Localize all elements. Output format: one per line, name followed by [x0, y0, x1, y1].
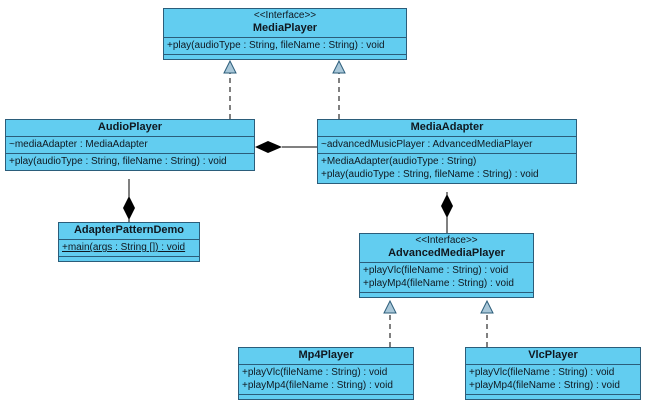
class-name: AudioPlayer — [97, 121, 163, 133]
class-header: <<Interface>> MediaPlayer — [164, 9, 406, 38]
extra-compartment — [360, 293, 533, 297]
operation: +play(audioType : String, fileName : Str… — [167, 40, 385, 51]
class-header: VlcPlayer — [466, 348, 640, 365]
class-media-player[interactable]: <<Interface>> MediaPlayer +play(audioTyp… — [163, 8, 407, 60]
operation: +play(audioType : String, fileName : Str… — [321, 169, 539, 180]
class-name: Mp4Player — [298, 349, 354, 361]
operation: +play(audioType : String, fileName : Str… — [9, 156, 227, 167]
class-header: <<Interface>> AdvancedMediaPlayer — [360, 234, 533, 263]
class-name: AdvancedMediaPlayer — [388, 247, 505, 259]
stereotype-label: <<Interface>> — [415, 235, 478, 246]
class-header: AdapterPatternDemo — [59, 223, 199, 240]
composition-audioplayer-mediaadapter — [255, 141, 317, 153]
operation: +main(args : String []) : void — [62, 242, 186, 253]
class-name: AdapterPatternDemo — [73, 224, 185, 236]
operation: +MediaAdapter(audioType : String) — [321, 156, 477, 167]
operation: +playMp4(fileName : String) : void — [363, 278, 514, 289]
class-mp4-player[interactable]: Mp4Player +playVlc(fileName : String) : … — [238, 347, 414, 400]
class-header: AudioPlayer — [6, 120, 254, 137]
operations-compartment: +playVlc(fileName : String) : void +play… — [239, 365, 413, 395]
attribute: ~mediaAdapter : MediaAdapter — [9, 139, 148, 150]
operation: +playVlc(fileName : String) : void — [469, 367, 615, 378]
operations-compartment: +main(args : String []) : void — [59, 240, 199, 257]
extra-compartment — [466, 395, 640, 399]
operation: +playVlc(fileName : String) : void — [363, 265, 509, 276]
class-name: MediaPlayer — [252, 22, 318, 34]
composition-mediaadapter-advancedmediaplayer — [441, 192, 453, 233]
realization-vlcplayer-advancedmediaplayer — [480, 299, 494, 347]
operations-compartment: +playVlc(fileName : String) : void +play… — [360, 263, 533, 293]
composition-audioplayer-adapterpatterndemo — [123, 179, 135, 222]
realization-audioplayer-mediaplayer — [223, 59, 237, 119]
operations-compartment: +play(audioType : String, fileName : Str… — [164, 38, 406, 55]
class-header: MediaAdapter — [318, 120, 576, 137]
realization-mediaadapter-mediaplayer — [332, 59, 346, 119]
class-advanced-media-player[interactable]: <<Interface>> AdvancedMediaPlayer +playV… — [359, 233, 534, 298]
operation: +playVlc(fileName : String) : void — [242, 367, 388, 378]
class-media-adapter[interactable]: MediaAdapter ~advancedMusicPlayer : Adva… — [317, 119, 577, 184]
realization-mp4player-advancedmediaplayer — [383, 299, 397, 347]
extra-compartment — [59, 257, 199, 261]
class-audio-player[interactable]: AudioPlayer ~mediaAdapter : MediaAdapter… — [5, 119, 255, 171]
extra-compartment — [164, 55, 406, 59]
operations-compartment: +playVlc(fileName : String) : void +play… — [466, 365, 640, 395]
attributes-compartment: ~advancedMusicPlayer : AdvancedMediaPlay… — [318, 137, 576, 154]
class-header: Mp4Player — [239, 348, 413, 365]
stereotype-label: <<Interface>> — [253, 10, 317, 21]
operations-compartment: +MediaAdapter(audioType : String) +play(… — [318, 154, 576, 183]
operation: +playMp4(fileName : String) : void — [469, 380, 620, 391]
attribute: ~advancedMusicPlayer : AdvancedMediaPlay… — [321, 139, 533, 150]
operations-compartment: +play(audioType : String, fileName : Str… — [6, 154, 254, 170]
class-name: MediaAdapter — [410, 121, 484, 133]
class-vlc-player[interactable]: VlcPlayer +playVlc(fileName : String) : … — [465, 347, 641, 400]
extra-compartment — [239, 395, 413, 399]
operation: +playMp4(fileName : String) : void — [242, 380, 393, 391]
class-adapter-pattern-demo[interactable]: AdapterPatternDemo +main(args : String [… — [58, 222, 200, 262]
attributes-compartment: ~mediaAdapter : MediaAdapter — [6, 137, 254, 154]
class-name: VlcPlayer — [528, 349, 578, 361]
